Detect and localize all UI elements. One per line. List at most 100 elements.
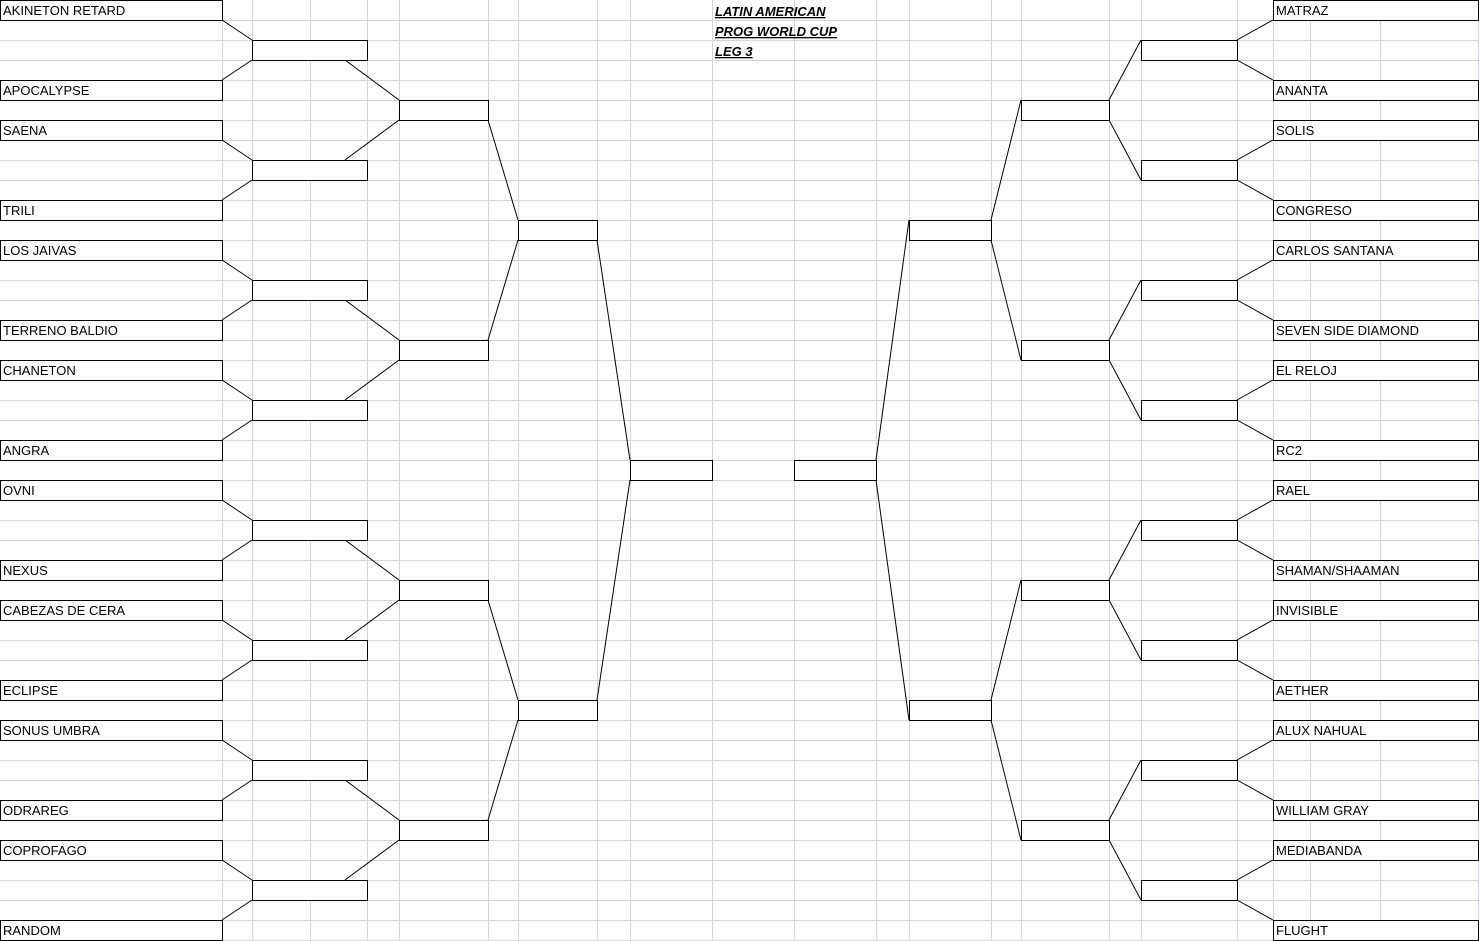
left-r1-slot-3 bbox=[252, 280, 368, 301]
right-link-20 bbox=[1108, 359, 1142, 421]
right-team-label: SHAMAN/SHAAMAN bbox=[1276, 563, 1400, 578]
left-r1-slot-2 bbox=[252, 160, 368, 181]
right-r1-slot-1 bbox=[1141, 40, 1238, 61]
left-r3-slot-2 bbox=[518, 700, 598, 721]
right-r1-slot-5 bbox=[1141, 520, 1238, 541]
right-link-2 bbox=[1236, 59, 1274, 81]
left-team-label: NEXUS bbox=[3, 563, 48, 578]
right-link-7 bbox=[1236, 379, 1274, 401]
right-r1-slot-7 bbox=[1141, 760, 1238, 781]
title-line-2: PROG WORLD CUP bbox=[715, 24, 837, 39]
right-team-label: INVISIBLE bbox=[1276, 603, 1338, 618]
left-link-11 bbox=[221, 619, 253, 641]
left-team-label: CHANETON bbox=[3, 363, 76, 378]
right-link-1 bbox=[1236, 19, 1274, 41]
right-r2-slot-4 bbox=[1021, 820, 1110, 841]
left-team-slot-8 bbox=[0, 440, 223, 461]
right-team-label: CARLOS SANTANA bbox=[1276, 243, 1394, 258]
left-team-slot-7 bbox=[0, 360, 223, 381]
left-r1-slot-1 bbox=[252, 40, 368, 61]
right-r1-slot-2 bbox=[1141, 160, 1238, 181]
left-link-16 bbox=[221, 899, 253, 921]
left-r2-slot-1 bbox=[399, 100, 489, 121]
right-team-label: FLUGHT bbox=[1276, 923, 1328, 938]
left-link-21 bbox=[344, 539, 400, 581]
left-link-24 bbox=[344, 839, 400, 881]
left-final-slot bbox=[630, 460, 713, 481]
left-team-slot-14 bbox=[0, 800, 223, 821]
right-team-slot-8 bbox=[1273, 440, 1479, 461]
right-link-10 bbox=[1236, 539, 1274, 561]
left-team-label: OVNI bbox=[3, 483, 35, 498]
right-link-15 bbox=[1236, 859, 1274, 881]
left-link-29 bbox=[596, 239, 631, 461]
left-r1-slot-8 bbox=[252, 880, 368, 901]
right-link-17 bbox=[1108, 39, 1142, 101]
right-link-12 bbox=[1236, 659, 1274, 681]
right-link-21 bbox=[1108, 519, 1142, 581]
left-r1-slot-6 bbox=[252, 640, 368, 661]
right-r1-slot-3 bbox=[1141, 280, 1238, 301]
right-link-4 bbox=[1236, 179, 1274, 201]
left-team-slot-10 bbox=[0, 560, 223, 581]
right-link-8 bbox=[1236, 419, 1274, 441]
right-r2-slot-2 bbox=[1021, 340, 1110, 361]
left-link-15 bbox=[221, 859, 253, 881]
left-team-label: COPROFAGO bbox=[3, 843, 87, 858]
left-team-slot-2 bbox=[0, 80, 223, 101]
left-link-27 bbox=[487, 599, 519, 701]
right-final-slot bbox=[794, 460, 877, 481]
title-line-1: LATIN AMERICAN bbox=[715, 4, 826, 19]
left-team-label: RANDOM bbox=[3, 923, 61, 938]
right-link-16 bbox=[1236, 899, 1274, 921]
left-link-7 bbox=[221, 379, 253, 401]
left-r2-slot-2 bbox=[399, 340, 489, 361]
left-link-9 bbox=[221, 499, 253, 521]
left-team-slot-13 bbox=[0, 720, 223, 741]
left-link-17 bbox=[344, 59, 400, 101]
left-link-30 bbox=[596, 479, 631, 701]
right-link-28 bbox=[990, 719, 1022, 841]
left-team-label: SAENA bbox=[3, 123, 47, 138]
left-r2-slot-4 bbox=[399, 820, 489, 841]
left-team-slot-11 bbox=[0, 600, 223, 621]
left-r1-slot-7 bbox=[252, 760, 368, 781]
right-r1-slot-6 bbox=[1141, 640, 1238, 661]
right-r3-slot-1 bbox=[909, 220, 992, 241]
left-link-28 bbox=[487, 719, 519, 821]
left-team-label: LOS JAIVAS bbox=[3, 243, 77, 258]
left-link-8 bbox=[221, 419, 253, 441]
right-team-label: RAEL bbox=[1276, 483, 1310, 498]
left-team-label: CABEZAS DE CERA bbox=[3, 603, 125, 618]
left-team-label: ODRAREG bbox=[3, 803, 69, 818]
right-link-13 bbox=[1236, 739, 1274, 761]
right-link-29 bbox=[875, 219, 910, 461]
right-link-14 bbox=[1236, 779, 1274, 801]
right-r2-slot-1 bbox=[1021, 100, 1110, 121]
title-line-3: LEG 3 bbox=[715, 44, 753, 59]
left-link-4 bbox=[221, 179, 253, 201]
left-link-25 bbox=[487, 119, 519, 221]
right-link-30 bbox=[875, 479, 910, 721]
right-team-label: AETHER bbox=[1276, 683, 1329, 698]
right-link-18 bbox=[1108, 119, 1142, 181]
right-r3-slot-2 bbox=[909, 700, 992, 721]
right-link-9 bbox=[1236, 499, 1274, 521]
left-team-label: TRILI bbox=[3, 203, 35, 218]
right-team-label: ANANTA bbox=[1276, 83, 1328, 98]
left-r3-slot-1 bbox=[518, 220, 598, 241]
right-team-label: WILLIAM GRAY bbox=[1276, 803, 1369, 818]
left-link-1 bbox=[221, 19, 253, 41]
right-link-24 bbox=[1108, 839, 1142, 901]
left-team-slot-1 bbox=[0, 0, 223, 21]
right-team-label: MEDIABANDA bbox=[1276, 843, 1362, 858]
left-r2-slot-3 bbox=[399, 580, 489, 601]
right-link-25 bbox=[990, 99, 1022, 221]
left-link-5 bbox=[221, 259, 253, 281]
right-link-6 bbox=[1236, 299, 1274, 321]
bracket-connectors bbox=[221, 19, 1274, 921]
left-link-10 bbox=[221, 539, 253, 561]
